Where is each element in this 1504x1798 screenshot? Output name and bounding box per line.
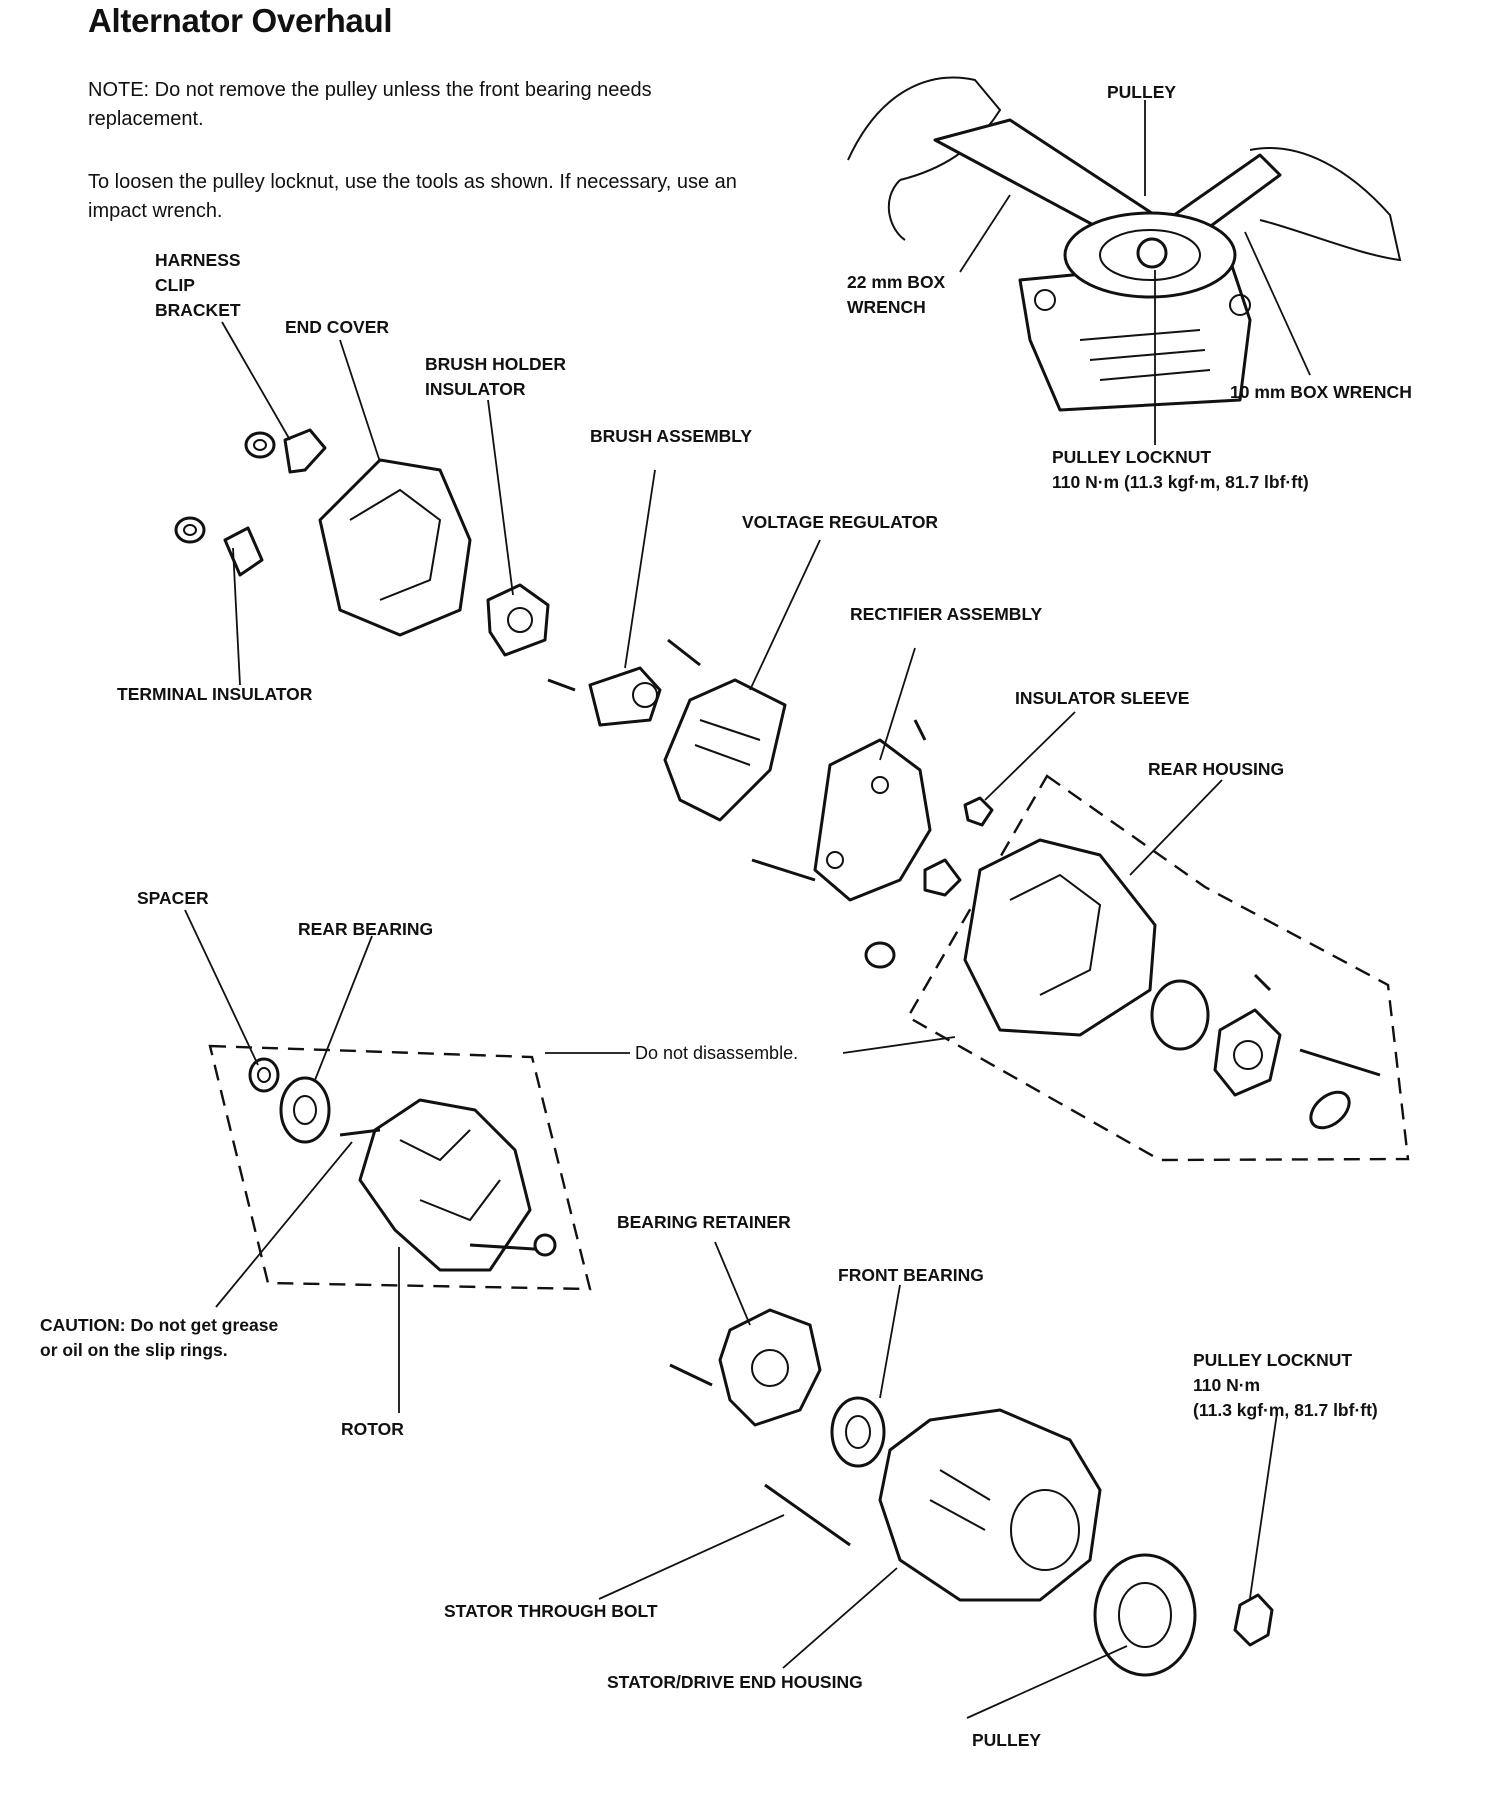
leader-pulley-locknut-bottom [1249, 1412, 1278, 1599]
end-cover-shape [318, 458, 472, 637]
note-pulley-removal: NOTE: Do not remove the pulley unless th… [88, 79, 652, 130]
locknut-top-shape [1136, 237, 1168, 269]
leader-rectifier [879, 647, 916, 761]
leader-10mm [1244, 231, 1311, 376]
rotor-shape [358, 1098, 532, 1272]
leader-brush-assembly [624, 469, 656, 669]
brush-assembly-shape [588, 666, 662, 727]
stator-drive-end-housing-shape [878, 1408, 1102, 1602]
label-caution-line1: CAUTION: Do not get grease [40, 1315, 279, 1335]
voltage-regulator-shape [663, 678, 787, 822]
label-stator-drive-end-housing: STATOR/DRIVE END HOUSING [607, 1672, 863, 1692]
label-bearing-retainer: BEARING RETAINER [617, 1212, 791, 1232]
label-rectifier-assembly: RECTIFIER ASSEMBLY [850, 604, 1043, 624]
right-hand-sketch [1249, 147, 1402, 262]
note-loosen-locknut: To loosen the pulley locknut, use the to… [88, 171, 737, 222]
label-insulator-sleeve: INSULATOR SLEEVE [1015, 688, 1190, 708]
insulator-washer [923, 858, 962, 897]
rectifier-nut [864, 941, 896, 969]
label-stator-through-bolt: STATOR THROUGH BOLT [444, 1601, 658, 1621]
retainer-screw [669, 1363, 713, 1387]
leader-insulator-sleeve [984, 711, 1076, 801]
brush-holder-insulator-shape [486, 583, 550, 657]
label-rotor: ROTOR [341, 1419, 404, 1439]
leader-stator-drive-end-housing [782, 1567, 898, 1669]
leader-terminal-insulator [232, 547, 241, 686]
left-hand-sketch [847, 76, 1002, 181]
leader-harness-clip [221, 321, 291, 441]
label-22mm-box-wrench: 22 mm BOX WRENCH [847, 272, 946, 317]
leader-spacer [184, 909, 259, 1066]
stator-through-bolt-shape [764, 1483, 851, 1547]
rear-housing-screw [1253, 973, 1272, 992]
leader-rear-bearing [314, 935, 373, 1081]
label-brush-holder-insulator: BRUSH HOLDER INSULATOR [425, 354, 566, 399]
rear-housing-group-box [906, 774, 1410, 1162]
screw-small-1 [547, 678, 576, 692]
label-terminal-insulator: TERMINAL INSULATOR [117, 684, 313, 704]
label-caution-line2: or oil on the slip rings. [40, 1340, 228, 1360]
leader-end-cover [339, 339, 381, 463]
leader-22mm [959, 194, 1011, 273]
leader-caution [215, 1141, 353, 1308]
leader-brush-holder [487, 399, 514, 596]
rotor-shaft-end [533, 1233, 557, 1257]
pulley-bottom-shape [1093, 1553, 1197, 1677]
rectifier-screw [913, 719, 927, 741]
harness-clip-bracket-shape [283, 428, 327, 474]
spacer-shape [248, 1057, 280, 1093]
label-pulley-locknut-bottom: PULLEY LOCKNUT [1193, 1350, 1353, 1370]
leader-front-bearing [879, 1284, 901, 1399]
screw-small-2 [667, 638, 701, 667]
label-pulley-locknut-bottom-torque2: (11.3 kgf·m, 81.7 lbf·ft) [1193, 1400, 1378, 1420]
leader-bearing-retainer [714, 1241, 751, 1326]
rear-bearing-cover [1213, 1008, 1282, 1097]
label-pulley-top: PULLEY [1107, 82, 1177, 102]
rear-housing-shape [963, 838, 1157, 1037]
terminal-nut [174, 516, 206, 544]
rear-housing-seal [1309, 1090, 1351, 1130]
insulator-sleeve-shape [963, 796, 994, 827]
left-hand-finger [887, 179, 906, 241]
harness-nut [244, 431, 276, 459]
rotor-group-box [208, 1044, 592, 1291]
rear-bearing-shape [279, 1076, 331, 1144]
label-harness-clip-bracket: HARNESS CLIP BRACKET [155, 250, 241, 320]
leader-do-not-disassemble-right [842, 1036, 956, 1054]
leader-voltage-regulator [749, 539, 821, 691]
label-pulley-locknut-top-torque: 110 N·m (11.3 kgf·m, 81.7 lbf·ft) [1052, 472, 1309, 492]
label-end-cover: END COVER [285, 317, 390, 337]
o-ring-rear [1150, 979, 1210, 1051]
label-pulley-bottom: PULLEY [972, 1730, 1042, 1750]
leader-rear-housing [1129, 779, 1223, 876]
label-front-bearing: FRONT BEARING [838, 1265, 984, 1285]
label-brush-assembly: BRUSH ASSEMBLY [590, 426, 753, 446]
front-bearing-shape [830, 1396, 886, 1468]
leader-pulley-bottom [966, 1645, 1128, 1719]
label-do-not-disassemble: Do not disassemble. [635, 1043, 799, 1063]
rectifier-assembly-shape [813, 738, 932, 902]
page-title: Alternator Overhaul [88, 2, 393, 39]
rectifier-stud [751, 858, 816, 882]
label-pulley-locknut-bottom-torque1: 110 N·m [1193, 1375, 1261, 1395]
pulley-removal-inset [847, 76, 1402, 412]
leader-stator-through-bolt [598, 1514, 785, 1600]
label-rear-housing: REAR HOUSING [1148, 759, 1285, 779]
pulley-locknut-bottom-shape [1233, 1593, 1274, 1647]
label-voltage-regulator: VOLTAGE REGULATOR [742, 512, 939, 532]
bearing-retainer-shape [718, 1308, 822, 1427]
label-10mm-box-wrench: 10 mm BOX WRENCH [1230, 382, 1412, 402]
label-rear-bearing: REAR BEARING [298, 919, 434, 939]
label-pulley-locknut-top: PULLEY LOCKNUT [1052, 447, 1212, 467]
terminal-insulator-shape [223, 526, 264, 577]
label-spacer: SPACER [137, 888, 209, 908]
rear-housing-bolt [1299, 1048, 1381, 1077]
